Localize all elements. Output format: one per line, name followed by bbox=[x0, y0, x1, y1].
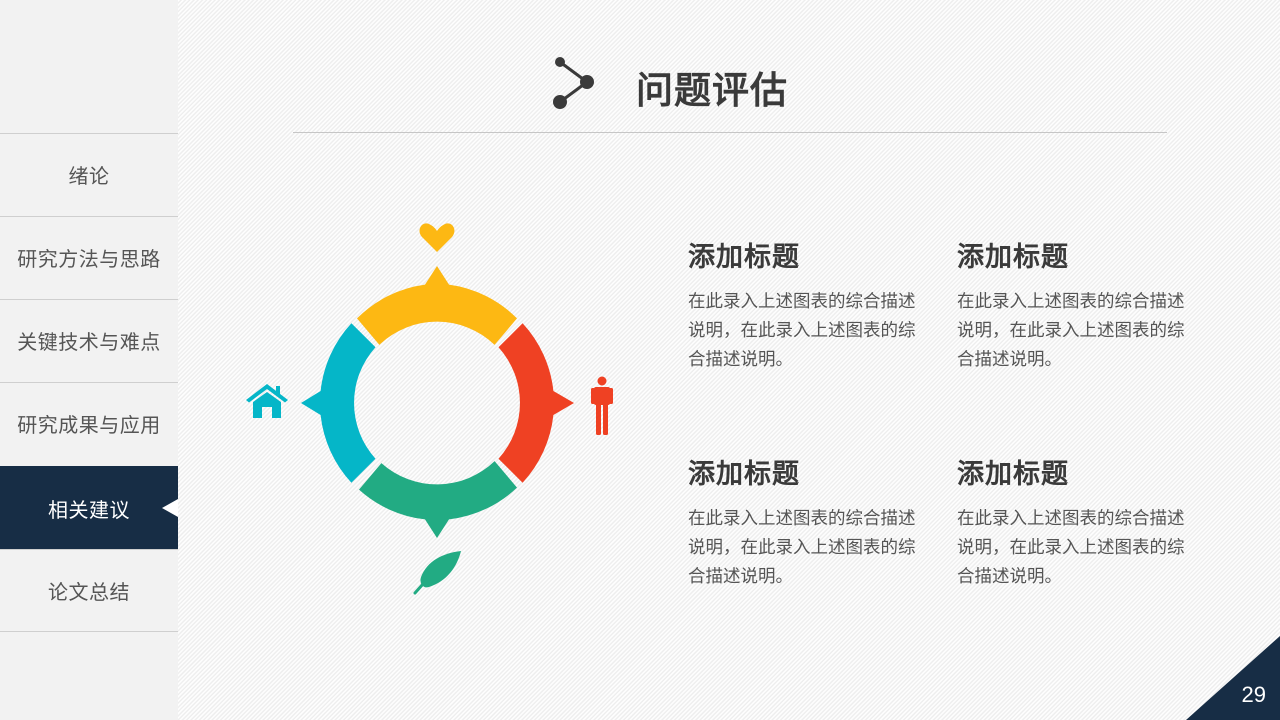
sidebar-item-research-methods[interactable]: 研究方法与思路 bbox=[0, 216, 178, 298]
sidebar-item-key-technologies[interactable]: 关键技术与难点 bbox=[0, 299, 178, 381]
sidebar-item-label: 相关建议 bbox=[48, 497, 130, 522]
sidebar-item-label: 研究方法与思路 bbox=[17, 247, 161, 271]
page-number: 29 bbox=[1241, 682, 1266, 707]
card-body: 在此录入上述图表的综合描述说明，在此录入上述图表的综合描述说明。 bbox=[688, 292, 916, 370]
segment-left bbox=[301, 323, 376, 483]
segment-top bbox=[357, 266, 517, 345]
info-card-bottom-left: 添加标题 在此录入上述图表的综合描述说明，在此录入上述图表的综合描述说明。 bbox=[688, 452, 928, 592]
leaf-icon bbox=[413, 551, 461, 595]
card-title: 添加标题 bbox=[688, 242, 800, 273]
sidebar-item-label: 绪论 bbox=[68, 164, 110, 188]
sidebar-item-label: 关键技术与难点 bbox=[17, 330, 161, 354]
card-title: 添加标题 bbox=[957, 459, 1069, 490]
card-body: 在此录入上述图表的综合描述说明，在此录入上述图表的综合描述说明。 bbox=[957, 292, 1185, 370]
info-card-top-right: 添加标题 在此录入上述图表的综合描述说明，在此录入上述图表的综合描述说明。 bbox=[957, 235, 1197, 375]
heart-icon bbox=[419, 223, 455, 252]
sidebar-item-introduction[interactable]: 绪论 bbox=[0, 133, 178, 215]
sidebar-item-label: 论文总结 bbox=[48, 580, 130, 604]
person-icon bbox=[591, 376, 613, 435]
home-icon bbox=[246, 384, 288, 418]
share-nodes-icon bbox=[548, 52, 598, 118]
sidebar-divider bbox=[0, 631, 178, 632]
sidebar-item-suggestions[interactable]: 相关建议 bbox=[0, 466, 178, 549]
sidebar-item-summary[interactable]: 论文总结 bbox=[0, 549, 178, 631]
info-card-top-left: 添加标题 在此录入上述图表的综合描述说明，在此录入上述图表的综合描述说明。 bbox=[688, 235, 928, 375]
title-divider bbox=[293, 132, 1167, 133]
card-title: 添加标题 bbox=[957, 242, 1069, 273]
card-body: 在此录入上述图表的综合描述说明，在此录入上述图表的综合描述说明。 bbox=[957, 509, 1185, 587]
card-body: 在此录入上述图表的综合描述说明，在此录入上述图表的综合描述说明。 bbox=[688, 509, 916, 587]
corner-triangle bbox=[1186, 636, 1280, 720]
active-item-pointer bbox=[162, 499, 178, 517]
sidebar-nav: 绪论 研究方法与思路 关键技术与难点 研究成果与应用 相关建议 论文总结 bbox=[0, 0, 178, 720]
segment-right bbox=[498, 323, 574, 483]
info-card-bottom-right: 添加标题 在此录入上述图表的综合描述说明，在此录入上述图表的综合描述说明。 bbox=[957, 452, 1197, 592]
sidebar-item-label: 研究成果与应用 bbox=[17, 413, 161, 437]
sidebar-item-research-results[interactable]: 研究成果与应用 bbox=[0, 382, 178, 464]
cycle-diagram bbox=[246, 223, 613, 595]
segment-bottom bbox=[359, 461, 517, 538]
page-title: 问题评估 bbox=[636, 69, 788, 112]
card-title: 添加标题 bbox=[688, 459, 800, 490]
